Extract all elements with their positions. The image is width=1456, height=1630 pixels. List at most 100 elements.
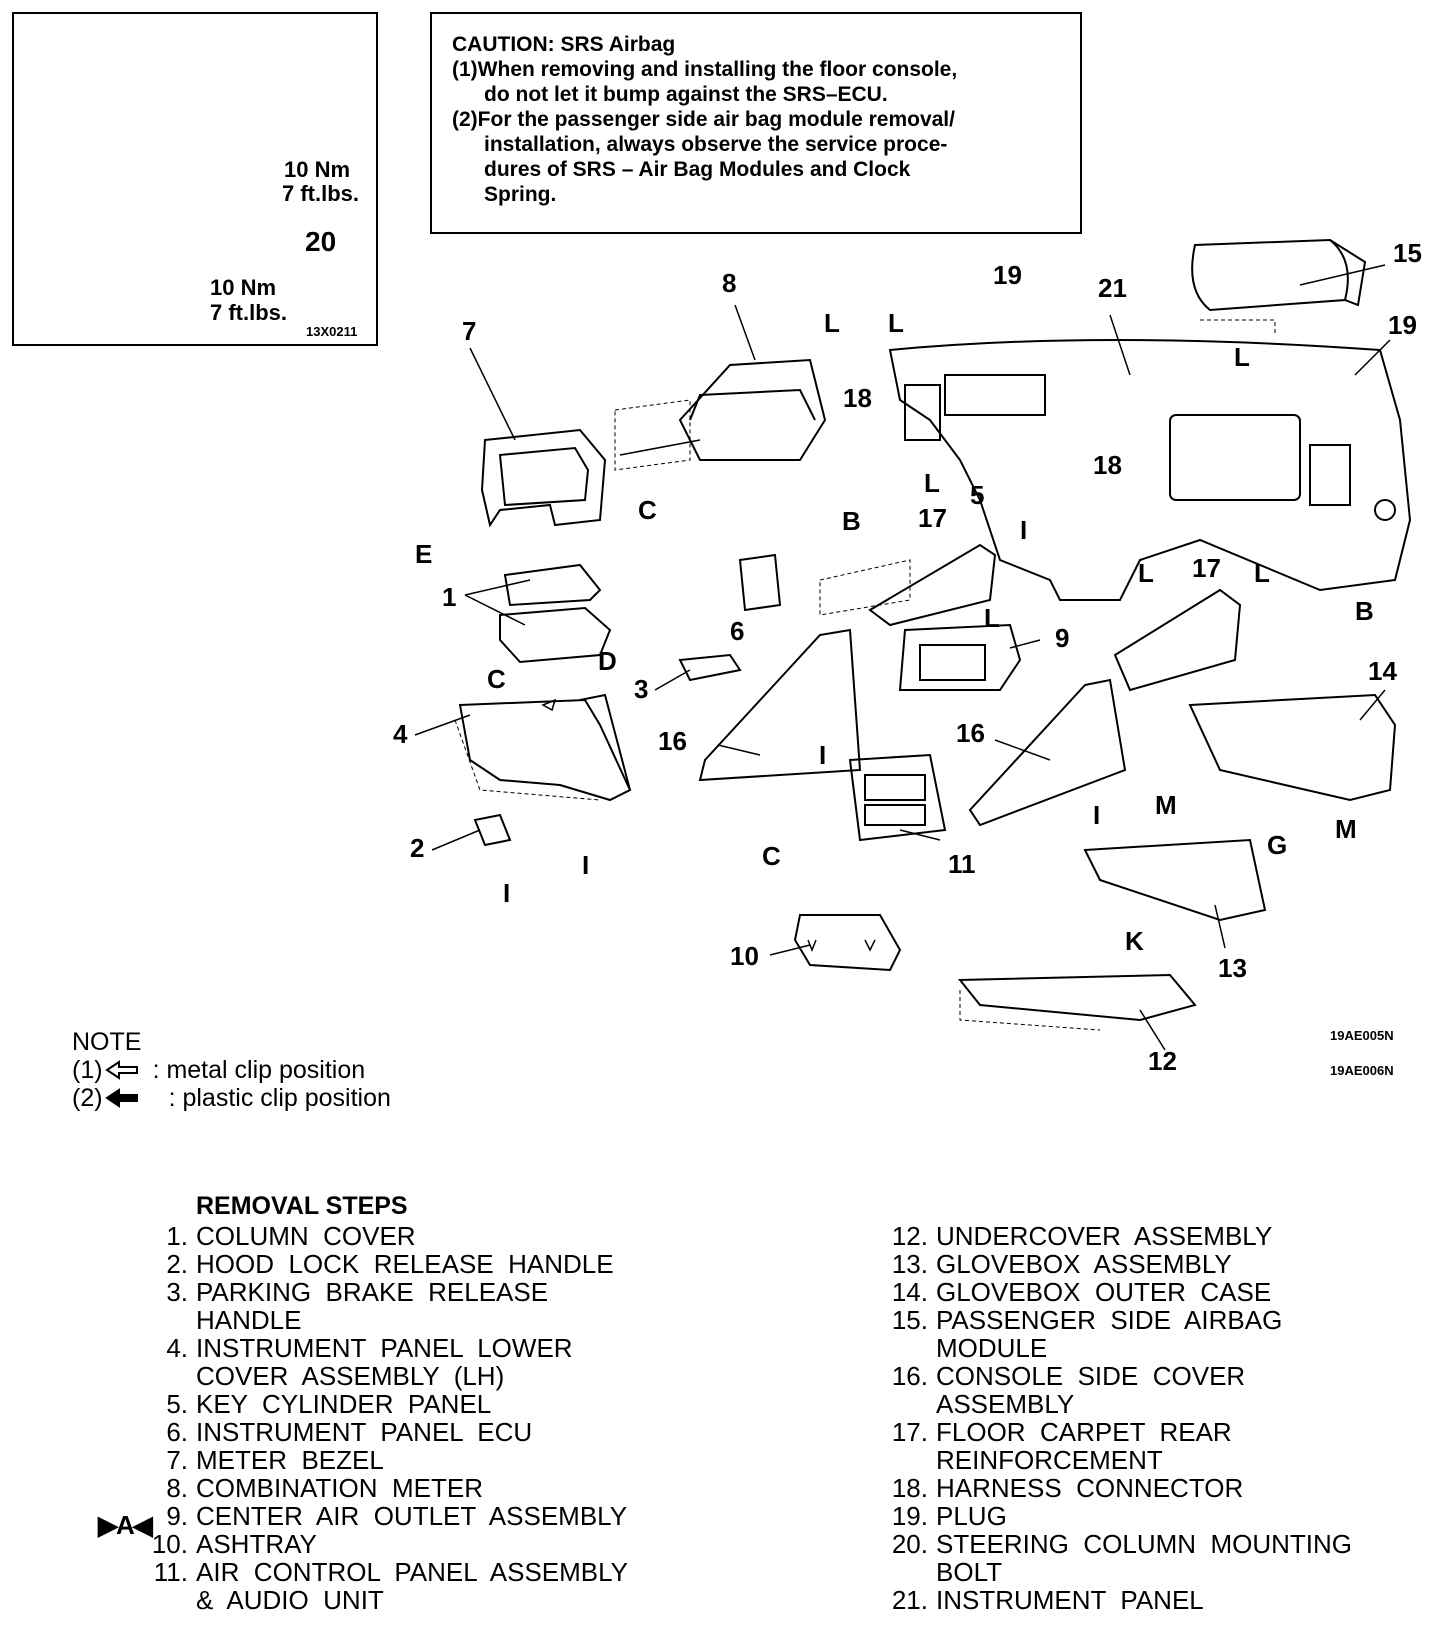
removal-step: 6.INSTRUMENT PANEL ECU	[142, 1418, 628, 1446]
step-number: 3.	[166, 1277, 188, 1307]
callout-m-right: M	[1335, 814, 1357, 844]
step-number: 11.	[153, 1557, 188, 1587]
step-number: 10.	[151, 1529, 188, 1559]
step-number	[142, 1306, 196, 1334]
step-text: GLOVEBOX OUTER CASE	[936, 1277, 1272, 1307]
step-text: INSTRUMENT PANEL ECU	[196, 1417, 533, 1447]
callout-2: 2	[410, 833, 425, 863]
removal-step: 10. ASHTRAY	[142, 1530, 628, 1558]
removal-step: MODULE	[882, 1334, 1352, 1362]
callout-12: 12	[1148, 1046, 1177, 1076]
callout-e: E	[415, 539, 433, 569]
note-item-2-number: (2)	[72, 1084, 103, 1112]
step-text: INSTRUMENT PANEL	[936, 1585, 1204, 1615]
step-text: COVER ASSEMBLY (LH)	[196, 1361, 505, 1391]
callout-18-right: 18	[1093, 450, 1122, 480]
callout-1: 1	[442, 582, 457, 612]
caution-line-2d: Spring.	[484, 183, 557, 206]
step-text: AIR CONTROL PANEL ASSEMBLY	[196, 1557, 629, 1587]
caution-box: CAUTION: SRS Airbag (1)When removing and…	[430, 12, 1082, 234]
step-text: COLUMN COVER	[196, 1221, 416, 1251]
note-item-plastic: (2) : plastic clip position	[72, 1084, 391, 1112]
callout-d: D	[598, 646, 617, 676]
step-text: BOLT	[936, 1557, 1002, 1587]
removal-step: COVER ASSEMBLY (LH)	[142, 1362, 628, 1390]
callout-b-right: B	[1355, 596, 1374, 626]
removal-step: 12. UNDERCOVER ASSEMBLY	[882, 1222, 1352, 1250]
step-number: 4.	[166, 1333, 188, 1363]
removal-step: 17.FLOOR CARPET REAR	[882, 1418, 1352, 1446]
step-text: CENTER AIR OUTLET ASSEMBLY	[196, 1501, 628, 1531]
removal-step: 1.COLUMN COVER	[142, 1222, 628, 1250]
lower-cover-illustration	[458, 693, 632, 802]
step-text: HANDLE	[196, 1305, 302, 1335]
step-text: UNDERCOVER ASSEMBLY	[936, 1221, 1273, 1251]
removal-step: 4. INSTRUMENT PANEL LOWER	[142, 1334, 628, 1362]
callout-c-3: C	[762, 841, 781, 871]
removal-step: 3.PARKING BRAKE RELEASE	[142, 1278, 628, 1306]
callout-i-4: I	[582, 850, 590, 880]
removal-step: 2. HOOD LOCK RELEASE HANDLE	[142, 1250, 628, 1278]
step-number	[882, 1390, 936, 1418]
clip-arrows	[541, 698, 876, 953]
step-number: 2.	[166, 1249, 188, 1279]
callout-l-2: L	[888, 308, 904, 338]
step-number: 21.	[891, 1585, 928, 1615]
callout-17-left: 17	[918, 503, 947, 533]
assembly-guide-lines	[454, 319, 1276, 1031]
step-number: 16.	[891, 1361, 928, 1391]
callout-k: K	[1125, 926, 1144, 956]
step-number: 9.	[166, 1501, 188, 1531]
figure-ref-1: 19AE005N	[1330, 1028, 1394, 1043]
step-number	[142, 1586, 196, 1614]
callout-i-2: I	[819, 740, 827, 770]
callout-11: 11	[948, 849, 976, 879]
console-side-cover-left-illustration	[698, 628, 862, 782]
removal-steps-title: REMOVAL STEPS	[196, 1192, 408, 1220]
removal-step: 7.METER BEZEL	[142, 1446, 628, 1474]
removal-step: 8.COMBINATION METER	[142, 1474, 628, 1502]
step-text: ASSEMBLY	[936, 1389, 1075, 1419]
plastic-clip-arrow-icon	[104, 1088, 138, 1108]
step-number: 12.	[891, 1221, 928, 1251]
torque-bottom-imperial-label: 7 ft.lbs.	[210, 300, 288, 325]
removal-step: ASSEMBLY	[882, 1390, 1352, 1418]
callout-21: 21	[1098, 273, 1127, 303]
note-item-2-text: : plastic clip position	[168, 1084, 391, 1112]
step-9-marker: ▶A◀	[98, 1510, 153, 1540]
callout-10: 10	[730, 941, 759, 971]
removal-step: & AUDIO UNIT	[142, 1586, 628, 1614]
leader-lines	[414, 264, 1391, 1051]
step-text: CONSOLE SIDE COVER	[936, 1361, 1246, 1391]
step-text: HOOD LOCK RELEASE HANDLE	[196, 1249, 614, 1279]
callout-l-1: L	[824, 308, 840, 338]
step-text: ASHTRAY	[196, 1529, 317, 1559]
removal-step: 5.KEY CYLINDER PANEL	[142, 1390, 628, 1418]
callout-l-5: L	[1138, 558, 1154, 588]
step-text: MODULE	[936, 1333, 1048, 1363]
step-text: HARNESS CONNECTOR	[936, 1473, 1244, 1503]
combination-meter-illustration	[678, 358, 827, 461]
inset-reference-code: 13X0211	[306, 324, 358, 339]
glovebox-outer-case-illustration	[1188, 693, 1397, 802]
removal-step: 21. INSTRUMENT PANEL	[882, 1586, 1352, 1614]
step-text: INSTRUMENT PANEL LOWER	[196, 1333, 573, 1363]
airbag-module-illustration	[1191, 238, 1367, 312]
step-text: PLUG	[936, 1501, 1007, 1531]
callout-3: 3	[634, 674, 649, 704]
caution-line-2c: dures of SRS – Air Bag Modules and Clock	[484, 158, 911, 181]
step-text: KEY CYLINDER PANEL	[196, 1389, 492, 1419]
callout-l-6: L	[1254, 558, 1270, 588]
callout-i-3: I	[1093, 800, 1101, 830]
callout-l-7: L	[984, 603, 1000, 633]
step-text: REINFORCEMENT	[936, 1445, 1163, 1475]
callout-19-top: 19	[993, 260, 1022, 290]
step-text: FLOOR CARPET REAR	[936, 1417, 1232, 1447]
note-title: NOTE	[72, 1028, 142, 1056]
step-number	[882, 1334, 936, 1362]
callout-8: 8	[722, 268, 737, 298]
removal-step: 9. CENTER AIR OUTLET ASSEMBLY	[142, 1502, 628, 1530]
step-number: 8.	[166, 1473, 188, 1503]
